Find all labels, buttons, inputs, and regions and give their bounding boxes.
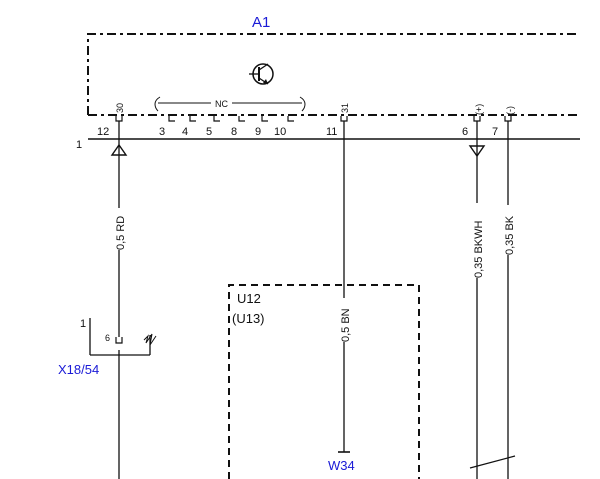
wire-rd: 0,5 RD	[110, 121, 128, 479]
connector-1: 1	[76, 138, 580, 151]
pin-terminals	[115, 116, 512, 122]
x18-label: X18/54	[58, 362, 99, 377]
pin-function-plus: (+)	[474, 104, 484, 115]
arrow-down-icon	[468, 145, 486, 158]
twisted-pair-icon	[469, 455, 516, 469]
spring-icon	[143, 333, 157, 346]
x18-pin-label: 6	[105, 333, 110, 343]
pin-label-9: 9	[255, 126, 261, 138]
pin-function-minus: (-)	[505, 106, 515, 115]
wire-bkwh-label: 0,35 BKWH	[473, 220, 485, 278]
wire-bkwh: 0,35 BKWH	[468, 121, 486, 479]
a1-pin-labels: 12 3 4 5 8 9 10 11 6 7	[97, 126, 498, 138]
nc-label: NC	[215, 99, 228, 109]
pin-function-31: 31	[340, 103, 350, 113]
component-u12: U12 (U13)	[228, 284, 420, 479]
u12-alt-label: (U13)	[232, 311, 265, 326]
connector-1-label: 1	[76, 139, 82, 151]
u12-outline	[228, 284, 420, 479]
a1-outline	[87, 33, 578, 115]
transistor-icon	[249, 63, 274, 85]
pin-label-7: 7	[492, 126, 498, 138]
pin-label-3: 3	[159, 126, 165, 138]
connector-x18-54: 1 6 X18/54	[58, 318, 157, 377]
nc-bracket: NC	[154, 96, 306, 112]
pin-label-6: 6	[462, 126, 468, 138]
pin-label-5: 5	[206, 126, 212, 138]
pin-label-4: 4	[182, 126, 188, 138]
wire-bn: 0,5 BN W34	[328, 121, 355, 473]
w34-label: W34	[328, 458, 355, 473]
pin-label-10: 10	[274, 126, 286, 138]
pin-label-11: 11	[326, 126, 337, 138]
component-a1: A1 NC 12 3 4 5 8 9 10 11 6	[87, 14, 578, 138]
arrow-up-icon	[110, 143, 128, 156]
pin-label-12: 12	[97, 126, 109, 138]
wire-rd-label: 0,5 RD	[115, 216, 127, 250]
pin-function-30: 30	[115, 103, 125, 113]
wire-bn-label: 0,5 BN	[340, 308, 352, 342]
pin-label-8: 8	[231, 126, 237, 138]
wire-bk: 0,35 BK	[504, 121, 516, 479]
a1-label: A1	[252, 14, 270, 31]
u12-label: U12	[237, 291, 261, 306]
wire-bk-label: 0,35 BK	[504, 215, 516, 255]
x18-side-label: 1	[80, 318, 86, 330]
